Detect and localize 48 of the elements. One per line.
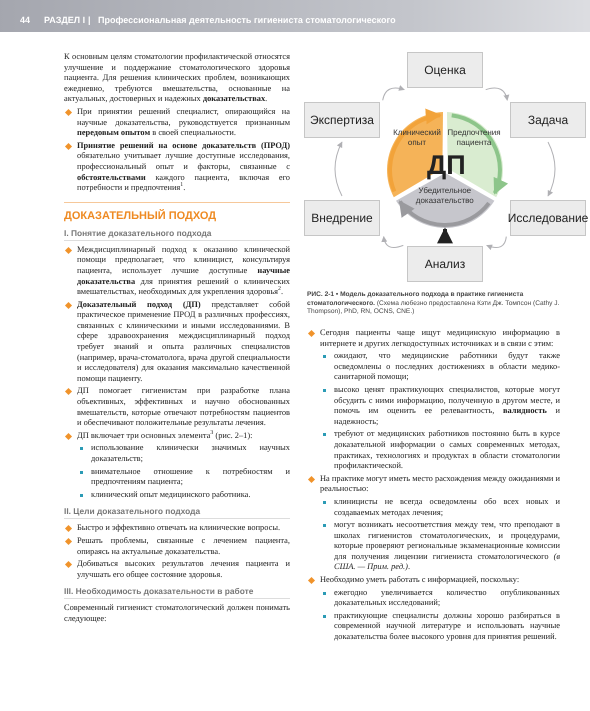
list-item-text: ожидают, что медицинские работники будут также осведомлены о последних достижениях в области медико-санитарной помощи; [334, 351, 560, 383]
list-item-text: использование клинически значимых научных доказательств; [91, 443, 290, 465]
process-box: Оценка [407, 52, 483, 88]
separator: | [88, 15, 91, 25]
subsection-heading: II. Цели доказательного подхода [64, 506, 290, 520]
list-item-text: клинический опыт медицинского работника. [91, 490, 252, 500]
list-item-text: Сегодня пациенты чаще ищут медицинскую информацию в интернете и других легкодоступных источниках и в связи с этим: [320, 328, 560, 350]
list-item-text: Решать проблемы, связанные с лечением пациента, опираясь на актуальные доказательства. [77, 536, 290, 558]
list-item-text: требуют от медицинских работников постоянно быть в курсе доказательной информации о самых современных методах, практиках, технологиях и продуктах в области стоматологии профилактической. [334, 429, 560, 472]
process-box: Задача [510, 102, 586, 138]
list-item-text: внимательное отношение к потребностям и предпочтениям пациента; [91, 466, 290, 488]
cycle-arrow [382, 85, 405, 101]
body-paragraph: К основным целям стоматологии профилактической относятся улучшение и поддержание стоматологического здоровья пациента. Для решения клинических проблем, возникающих ежедневно, требуются вмешательства, основанные на актуальных, достоверных и надежных доказательствах. [64, 52, 290, 105]
section-heading: ДОКАЗАТЕЛЬНЫЙ ПОДХОД [64, 202, 290, 222]
process-box: Анализ [407, 246, 483, 282]
list-item-text: На практике могут иметь место расхождения между ожиданиями и реальностью: [320, 474, 560, 495]
body-paragraph: Современный гигиенист стоматологический должен понимать следующее: [64, 603, 290, 625]
process-box: Исследование [510, 200, 586, 236]
list-item-text: Междисциплинарный подход к оказанию клинической помощи предполагает, что клиницист, консультируя пациента, использует лучшие доступные научные доказательства для принятия решений о клинических вмешательствах, необходимых для укрепления здоровья$^{2}$. [77, 244, 290, 298]
list-item-text: могут возникать несоответствия между тем, что преподают в школах гигиенистов стоматологических, и процедурами, которые проверяют региональные экзаменационные комиссии для получения лицензии гигиениста стоматологического (в США. — Прим. ред.). [334, 520, 560, 574]
cycle-arrow [486, 236, 507, 250]
process-box: Внедрение [304, 200, 380, 236]
page-number: 44 [20, 15, 30, 25]
list-item-text: Быстро и эффективно отвечать на клинические вопросы. [77, 523, 282, 534]
segment-label: Предпочтения пациента [447, 128, 501, 147]
subsection-heading: III. Необходимость доказательности в работе [64, 586, 290, 600]
thick-arrow [437, 227, 453, 244]
list-item-text: Добиваться высоких результатов лечения пациента и улучшать его общее состояние здоровья. [77, 559, 290, 580]
list-item-text: клиницисты не всегда осведомлены обо всех новых и создаваемых методах лечения; [334, 496, 560, 518]
running-title: Профессиональная деятельность гигиениста стоматологического [98, 15, 396, 25]
section-label: РАЗДЕЛ I [44, 15, 86, 25]
subsection-heading: I. Понятие доказательного подхода [64, 228, 290, 241]
list-item-text: Доказательный подход (ДП) представляет собой практическое применение ПРОД в различных профессиях, связанных с клиническими и иными исследованиями. В сфере здравоохранения междисциплинарный подход требует знаний и опыта различных специалистов (например, врача-стоматолога, врача другой специальности и исследователя) для оказания максимально качественной помощи пациенту. [77, 300, 290, 384]
list-item-text: высоко ценят практикующих специалистов, которые могут обсудить с ними информацию, полученную в другом месте, и помочь им оценить ее релевантность, валидность и надежность; [334, 384, 560, 428]
list-item-text: ежегодно увеличивается количество опубликованных доказательных исследований; [334, 588, 560, 609]
cycle-arrow [334, 141, 342, 196]
cycle-arrow [548, 142, 556, 197]
cycle-arrow [382, 236, 404, 248]
list-item-text: Принятие решений на основе доказательств (ПРОД) обязательно учитывает лучшие доступные исследования, профессиональный опыт и факторы, связанные с обстоятельствами каждого пациента, включая его потребности и предпочтения$^{1}$. [77, 140, 290, 194]
cycle-arrow [485, 88, 510, 101]
process-box: Экспертиза [304, 102, 380, 138]
list-item-text: ДП включает три основных элемента$^{3}$ (рис. 2–1): [77, 430, 254, 442]
list-item-text: ДП помогает гигиенистам при разработке плана объективных, эффективных и научно обоснованных вмешательств, которые отвечают потребностям пациентов и обеспечивают положительные результаты лечения. [77, 386, 290, 429]
list-item-text: При принятии решений специалист, опирающийся на научные доказательства, руководствуется признанным передовым опытом в своей специальности. [77, 106, 290, 139]
list-item-text: практикующие специалисты должны хорошо разбираться в современной научной литературе и использовать научные доказательства более высокого уровня для принятия решений. [334, 610, 560, 643]
segment-label: Убедительное доказательство [414, 186, 475, 205]
thick-arrow [398, 200, 490, 227]
list-item-text: Необходимо уметь работать с информацией, поскольку: [320, 575, 520, 586]
